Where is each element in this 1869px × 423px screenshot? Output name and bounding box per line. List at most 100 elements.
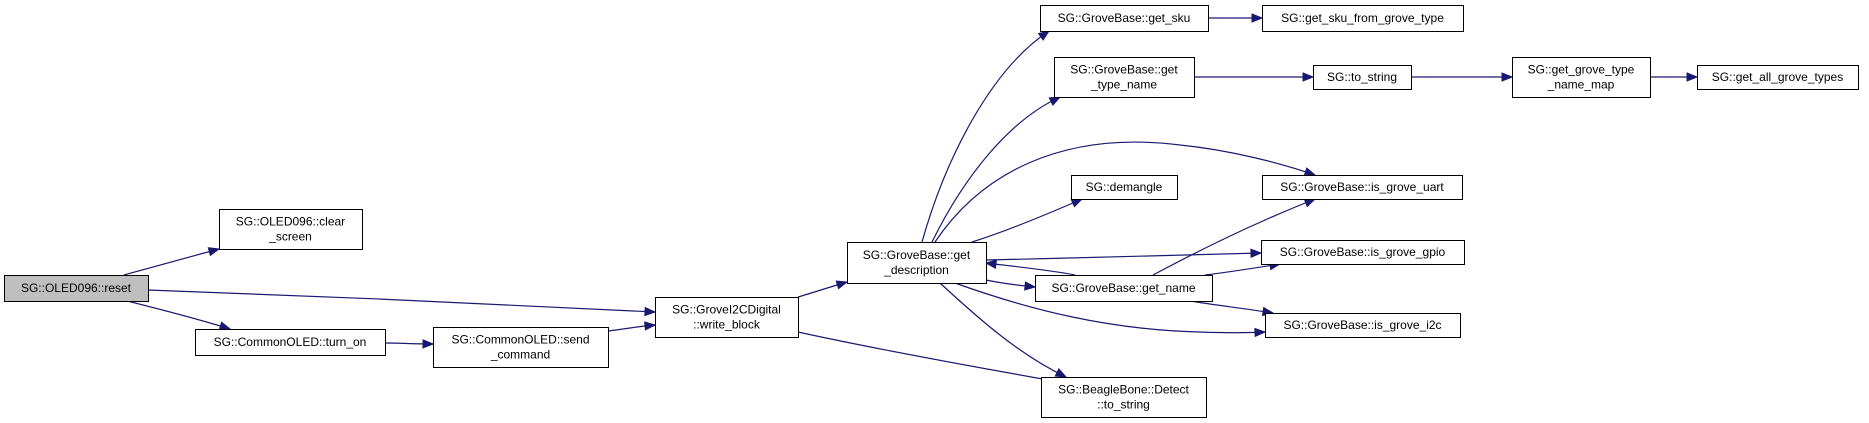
node-box[interactable] (1054, 57, 1195, 98)
arrowhead-icon (1251, 13, 1264, 23)
edge-get_grove_type_name_map-to-get_all_grove_types (1649, 72, 1699, 82)
node-write-block[interactable]: SG::GroveI2CDigital::write_block (655, 297, 799, 338)
node-box[interactable] (1512, 57, 1651, 98)
node-label: ::to_string (1097, 398, 1150, 412)
node-label: SG::get_grove_type (1528, 63, 1635, 77)
edge-get_description-to-get_name (985, 279, 1037, 291)
node-label: _type_name (1090, 78, 1157, 92)
node-clear-screen[interactable]: SG::OLED096::clear_screen (219, 209, 363, 250)
arrowhead-icon (1037, 30, 1051, 41)
node-demangle[interactable]: SG::demangle (1071, 175, 1178, 200)
node-box[interactable] (1071, 175, 1178, 200)
node-box[interactable] (1262, 5, 1464, 32)
edge-get_name-to-is_grove_i2c (1189, 300, 1275, 317)
edge-line (934, 141, 1316, 243)
edge-line (1204, 263, 1281, 276)
edge-get_description-to-beaglebone_to_string (939, 282, 1068, 378)
edge-get_description-to-is_grove_i2c (954, 282, 1267, 338)
edge-to_string-to-get_grove_type_name_map (1411, 72, 1514, 82)
node-get-sku-from-grove-type[interactable]: SG::get_sku_from_grove_type (1262, 5, 1464, 32)
node-is-grove-uart[interactable]: SG::GroveBase::is_grove_uart (1262, 175, 1463, 200)
node-turn-on[interactable]: SG::CommonOLED::turn_on (195, 329, 386, 356)
edge-line (985, 262, 1076, 276)
node-send-command[interactable]: SG::CommonOLED::send_command (433, 327, 609, 368)
edge-write_block-to-get_description (797, 280, 849, 298)
edges-layer (123, 13, 1699, 387)
arrowhead-icon (207, 247, 221, 257)
edge-line (1152, 198, 1316, 276)
arrowhead-icon (218, 321, 232, 331)
node-box[interactable] (1261, 240, 1465, 265)
node-label: _command (490, 348, 550, 362)
node-label: _description (883, 263, 949, 277)
node-box[interactable] (4, 275, 149, 302)
node-label: SG::GroveBase::is_grove_uart (1280, 180, 1444, 194)
arrowhead-icon (1303, 167, 1317, 177)
edge-get_description-to-get_sku (921, 30, 1051, 243)
node-box[interactable] (1040, 5, 1209, 32)
arrowhead-icon (1303, 198, 1317, 208)
edge-line (1189, 300, 1274, 314)
node-get-name[interactable]: SG::GroveBase::get_name (1035, 275, 1213, 302)
arrowhead-icon (1024, 281, 1037, 291)
arrowhead-icon (1501, 72, 1514, 82)
edge-line (921, 30, 1050, 243)
node-box[interactable] (1262, 175, 1463, 200)
node-beaglebone-to-string[interactable]: SG::BeagleBone::Detect::to_string (1041, 377, 1207, 418)
node-label: _name_map (1547, 78, 1615, 92)
node-label: SG::GroveBase::get_name (1051, 281, 1195, 295)
node-get-grove-type-name-map[interactable]: SG::get_grove_type_name_map (1512, 57, 1651, 98)
node-label: SG::GroveBase::is_grove_i2c (1283, 318, 1441, 332)
node-box[interactable] (195, 329, 386, 356)
node-box[interactable] (1035, 275, 1213, 302)
arrowhead-icon (422, 339, 435, 349)
node-box[interactable] (847, 242, 987, 284)
node-label: SG::GroveBase::is_grove_gpio (1280, 245, 1446, 259)
arrowhead-icon (1250, 248, 1263, 259)
node-is-grove-gpio[interactable]: SG::GroveBase::is_grove_gpio (1261, 240, 1465, 265)
edge-line (939, 282, 1067, 378)
node-label: SG::GroveBase::get (1070, 63, 1178, 77)
node-box[interactable] (1313, 65, 1412, 90)
arrowhead-icon (644, 321, 657, 331)
edge-line (954, 282, 1266, 334)
node-label: _screen (268, 230, 312, 244)
edge-get_description-to-demangle (971, 198, 1084, 243)
arrowhead-icon (1070, 198, 1084, 208)
arrowhead-icon (1686, 72, 1699, 82)
node-is-grove-i2c[interactable]: SG::GroveBase::is_grove_i2c (1265, 313, 1461, 338)
node-get-all-grove-types[interactable]: SG::get_all_grove_types (1697, 65, 1859, 90)
arrowhead-icon (1302, 72, 1315, 82)
arrowhead-icon (644, 306, 657, 317)
edge-get_name-to-get_description (984, 259, 1076, 276)
edge-reset-to-write_block (147, 289, 657, 317)
edge-line (797, 331, 1072, 385)
node-box[interactable] (1265, 313, 1461, 338)
edge-line (123, 248, 220, 276)
node-label: SG::get_all_grove_types (1712, 70, 1843, 84)
node-reset[interactable]: SG::OLED096::reset (4, 275, 149, 302)
edge-send_command-to-write_block (607, 321, 657, 332)
node-box[interactable] (1041, 377, 1207, 418)
node-box[interactable] (219, 209, 363, 250)
edge-line (931, 96, 1061, 243)
node-get-description[interactable]: SG::GroveBase::get_description (847, 242, 987, 284)
node-label: SG::GroveBase::get_sku (1058, 11, 1191, 25)
nodes-layer: SG::OLED096::reset SG::OLED096::clear_scr… (4, 5, 1859, 418)
edge-turn_on-to-send_command (384, 339, 435, 349)
arrowhead-icon (984, 259, 997, 269)
node-box[interactable] (433, 327, 609, 368)
node-get-sku[interactable]: SG::GroveBase::get_sku (1040, 5, 1209, 32)
edge-write_block-to-beaglebone_to_string (797, 331, 1073, 387)
node-label: SG::get_sku_from_grove_type (1281, 11, 1444, 25)
node-get-type-name[interactable]: SG::GroveBase::get_type_name (1054, 57, 1195, 98)
node-to-string[interactable]: SG::to_string (1313, 65, 1412, 90)
arrowhead-icon (1254, 327, 1267, 338)
node-label: SG::GroveBase::get (863, 248, 971, 262)
node-box[interactable] (655, 297, 799, 338)
node-label: SG::to_string (1327, 70, 1397, 84)
edge-get_sku-to-get_sku_from_grove_type (1208, 13, 1264, 23)
edge-get_description-to-is_grove_gpio (985, 248, 1263, 261)
node-label: SG::GroveI2CDigital (672, 303, 781, 317)
node-box[interactable] (1697, 65, 1859, 90)
